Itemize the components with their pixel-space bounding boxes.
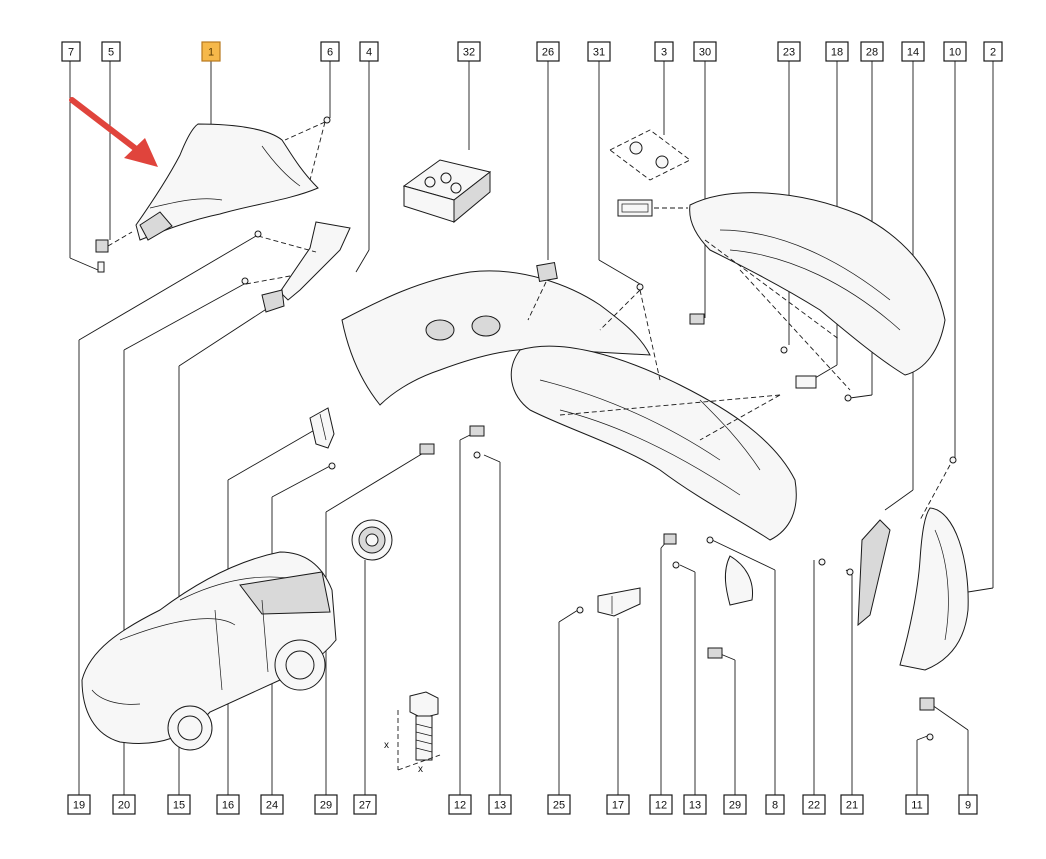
callout-18[interactable]: 18 <box>825 41 849 62</box>
svg-text:16: 16 <box>222 800 234 812</box>
callout-11[interactable]: 11 <box>905 794 929 815</box>
svg-text:18: 18 <box>831 47 843 59</box>
svg-text:4: 4 <box>366 47 372 59</box>
svg-text:1: 1 <box>208 47 214 59</box>
callout-6[interactable]: 6 <box>320 41 340 62</box>
callout-30[interactable]: 30 <box>693 41 717 62</box>
clip-icon <box>95 239 109 273</box>
callout-14[interactable]: 14 <box>901 41 925 62</box>
callout-29[interactable]: 29 <box>314 794 338 815</box>
part-1-trim-panel <box>107 116 331 247</box>
svg-text:30: 30 <box>699 47 711 59</box>
callout-16[interactable]: 16 <box>216 794 240 815</box>
part-32-clip-box <box>402 159 492 224</box>
callout-20[interactable]: 20 <box>112 794 136 815</box>
svg-text:13: 13 <box>494 800 506 812</box>
svg-text:15: 15 <box>173 800 185 812</box>
svg-text:23: 23 <box>783 47 795 59</box>
top-callouts: 7 5 1 6 4 32 26 31 3 30 23 18 28 14 10 2 <box>61 41 1003 62</box>
callout-13[interactable]: 13 <box>488 794 512 815</box>
part-3-clip-pair <box>609 129 691 181</box>
svg-text:10: 10 <box>949 47 961 59</box>
svg-text:27: 27 <box>359 800 371 812</box>
svg-text:29: 29 <box>320 800 332 812</box>
callout-1-highlighted[interactable]: 1 <box>201 41 221 62</box>
car-silhouette-icon <box>81 551 337 751</box>
callout-9[interactable]: 9 <box>958 794 978 815</box>
callout-12[interactable]: 12 <box>448 794 472 815</box>
callout-19[interactable]: 19 <box>67 794 91 815</box>
callout-32[interactable]: 32 <box>457 41 481 62</box>
callout-3[interactable]: 3 <box>654 41 674 62</box>
callout-21[interactable]: 21 <box>840 794 864 815</box>
part-27-grommet <box>351 519 393 561</box>
callout-27[interactable]: 27 <box>353 794 377 815</box>
part-8-corner-bracket <box>724 555 754 606</box>
callout-22[interactable]: 22 <box>802 794 826 815</box>
svg-text:31: 31 <box>593 47 605 59</box>
callout-4[interactable]: 4 <box>359 41 379 62</box>
svg-text:17: 17 <box>612 800 624 812</box>
callout-13-second[interactable]: 13 <box>683 794 707 815</box>
plate <box>617 199 688 217</box>
callout-10[interactable]: 10 <box>943 41 967 62</box>
callout-25[interactable]: 25 <box>547 794 571 815</box>
bottom-callouts: 19 20 15 16 24 29 27 12 13 25 17 12 13 2… <box>67 794 978 815</box>
svg-text:2: 2 <box>990 47 996 59</box>
part-17-bracket <box>597 587 641 617</box>
svg-text:11: 11 <box>911 800 922 812</box>
svg-text:13: 13 <box>689 800 701 812</box>
svg-text:8: 8 <box>772 800 778 812</box>
small-clips <box>419 313 935 711</box>
screw-icon <box>328 283 957 741</box>
callout-31[interactable]: 31 <box>587 41 611 62</box>
svg-text:20: 20 <box>118 800 130 812</box>
svg-text:3: 3 <box>661 47 667 59</box>
dimension-label-vertical: x <box>384 740 389 751</box>
svg-text:5: 5 <box>108 47 114 59</box>
bolt-icon: x x <box>384 691 441 775</box>
callout-12-second[interactable]: 12 <box>649 794 673 815</box>
callout-2[interactable]: 2 <box>983 41 1003 62</box>
callout-29-second[interactable]: 29 <box>723 794 747 815</box>
callout-17[interactable]: 17 <box>606 794 630 815</box>
svg-text:22: 22 <box>808 800 820 812</box>
callout-7[interactable]: 7 <box>61 41 81 62</box>
svg-text:12: 12 <box>454 800 466 812</box>
callout-5[interactable]: 5 <box>101 41 121 62</box>
svg-text:9: 9 <box>965 800 971 812</box>
svg-text:29: 29 <box>729 800 741 812</box>
part-16-bracket <box>309 407 335 449</box>
svg-text:32: 32 <box>463 47 475 59</box>
dimension-label-horizontal: x <box>418 764 423 775</box>
main-bumper-assembly <box>341 192 946 541</box>
svg-text:19: 19 <box>73 800 85 812</box>
svg-text:25: 25 <box>553 800 565 812</box>
leader-lines-bottom <box>78 235 969 795</box>
part-2-side-panel <box>899 507 969 671</box>
part-26-clip <box>527 261 558 321</box>
part-21-strip <box>857 519 891 627</box>
svg-text:14: 14 <box>907 47 919 59</box>
callout-8[interactable]: 8 <box>765 794 785 815</box>
callout-26[interactable]: 26 <box>536 41 560 62</box>
callout-28[interactable]: 28 <box>860 41 884 62</box>
svg-text:6: 6 <box>327 47 333 59</box>
svg-text:7: 7 <box>68 47 74 59</box>
svg-text:24: 24 <box>266 800 278 812</box>
svg-text:28: 28 <box>866 47 878 59</box>
svg-text:21: 21 <box>846 800 858 812</box>
callout-15[interactable]: 15 <box>167 794 191 815</box>
side-brackets <box>241 221 351 313</box>
callout-23[interactable]: 23 <box>777 41 801 62</box>
svg-text:26: 26 <box>542 47 554 59</box>
svg-text:12: 12 <box>655 800 667 812</box>
callout-24[interactable]: 24 <box>260 794 284 815</box>
pointer-arrow-icon <box>69 97 158 167</box>
